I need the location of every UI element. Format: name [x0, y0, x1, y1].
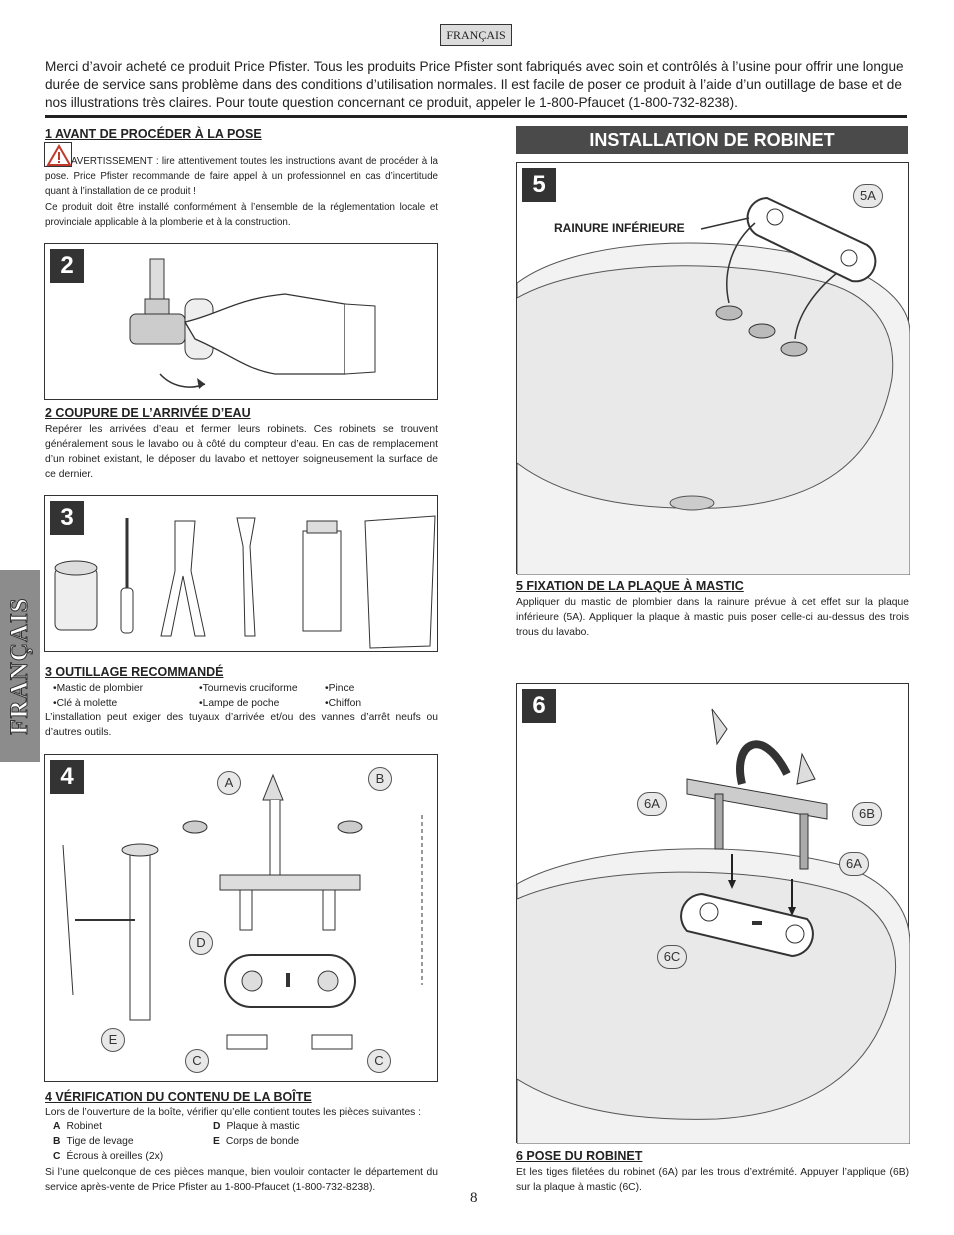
side-tab-label: FRANÇAIS [6, 597, 34, 735]
warning-icon [44, 142, 72, 167]
callout-6a-top: 6A [637, 792, 667, 816]
part-label-e: E [101, 1028, 125, 1052]
tool-item: •Lampe de poche [199, 698, 280, 709]
step3-number: 3 [50, 501, 84, 535]
step5-figure: 5 RAINURE INFÉRIEURE 5A [516, 162, 910, 575]
step3-note: L’installation peut exiger des tuyaux d’… [45, 712, 438, 738]
side-language-tab: FRANÇAIS [0, 570, 40, 762]
tool-item: •Mastic de plombier [53, 683, 144, 694]
groove-label: RAINURE INFÉRIEURE [554, 221, 685, 235]
step5-number: 5 [522, 168, 556, 202]
part-label-a: A [217, 771, 241, 795]
part-label-d: D [189, 931, 213, 955]
step6-number: 6 [522, 689, 556, 723]
page-number: 8 [470, 1190, 478, 1206]
step6-title: 6 POSE DU ROBINET [516, 1149, 643, 1163]
tool-item: •Pince [325, 683, 355, 694]
code-note: Ce produit doit être installé conforméme… [45, 202, 438, 228]
step3-title: 3 OUTILLAGE RECOMMANDÉ [45, 665, 224, 679]
intro-paragraph: Merci d’avoir acheté ce produit Price Pf… [45, 59, 904, 110]
step6-figure: 6 6A 6B 6A 6C [516, 683, 910, 1144]
section1-title: 1 AVANT DE PROCÉDER À LA POSE [45, 127, 262, 141]
part-label-c2: C [367, 1049, 391, 1073]
shutoff-valve-illustration [129, 258, 376, 389]
part-label-b: B [368, 767, 392, 791]
part-label-c1: C [185, 1049, 209, 1073]
step4-note: Si l’une quelconque de ces pièces manque… [45, 1167, 438, 1193]
box-contents-illustration [62, 773, 423, 1050]
step2-text: Repérer les arrivées d’eau et fermer leu… [45, 424, 438, 480]
step4-figure: 4 A B D E C C [44, 754, 438, 1082]
step4-number: 4 [50, 760, 84, 794]
warning-text: AVERTISSEMENT : lire attentivement toute… [45, 156, 438, 197]
tools-illustration [54, 515, 436, 649]
callout-6b: 6B [852, 802, 882, 826]
step3-figure: 3 [44, 495, 438, 652]
step6-text: Et les tiges filetées du robinet (6A) pa… [516, 1167, 909, 1193]
header-divider [45, 115, 907, 118]
language-tag: FRANÇAIS [440, 24, 512, 46]
step4-intro: Lors de l’ouverture de la boîte, vérifie… [45, 1107, 422, 1118]
callout-5a: 5A [853, 184, 883, 208]
tool-item: •Clé à molette [53, 698, 118, 709]
installation-banner: INSTALLATION DE ROBINET [516, 126, 908, 154]
step4-title: 4 VÉRIFICATION DU CONTENU DE LA BOÎTE [45, 1090, 312, 1104]
step5-title: 5 FIXATION DE LA PLAQUE À MASTIC [516, 579, 744, 593]
step2-title: 2 COUPURE DE L’ARRIVÉE D’EAU [45, 406, 251, 420]
tool-item: •Tournevis cruciforme [199, 683, 298, 694]
callout-6c: 6C [657, 945, 687, 969]
step5-text: Appliquer du mastic de plombier dans la … [516, 597, 909, 638]
callout-6a-bottom: 6A [839, 852, 869, 876]
faucet-installation-illustration [517, 708, 910, 1144]
tool-item: •Chiffon [325, 698, 362, 709]
basin-plate-illustration [517, 196, 910, 575]
step2-number: 2 [50, 249, 84, 283]
step2-figure: 2 [44, 243, 438, 400]
